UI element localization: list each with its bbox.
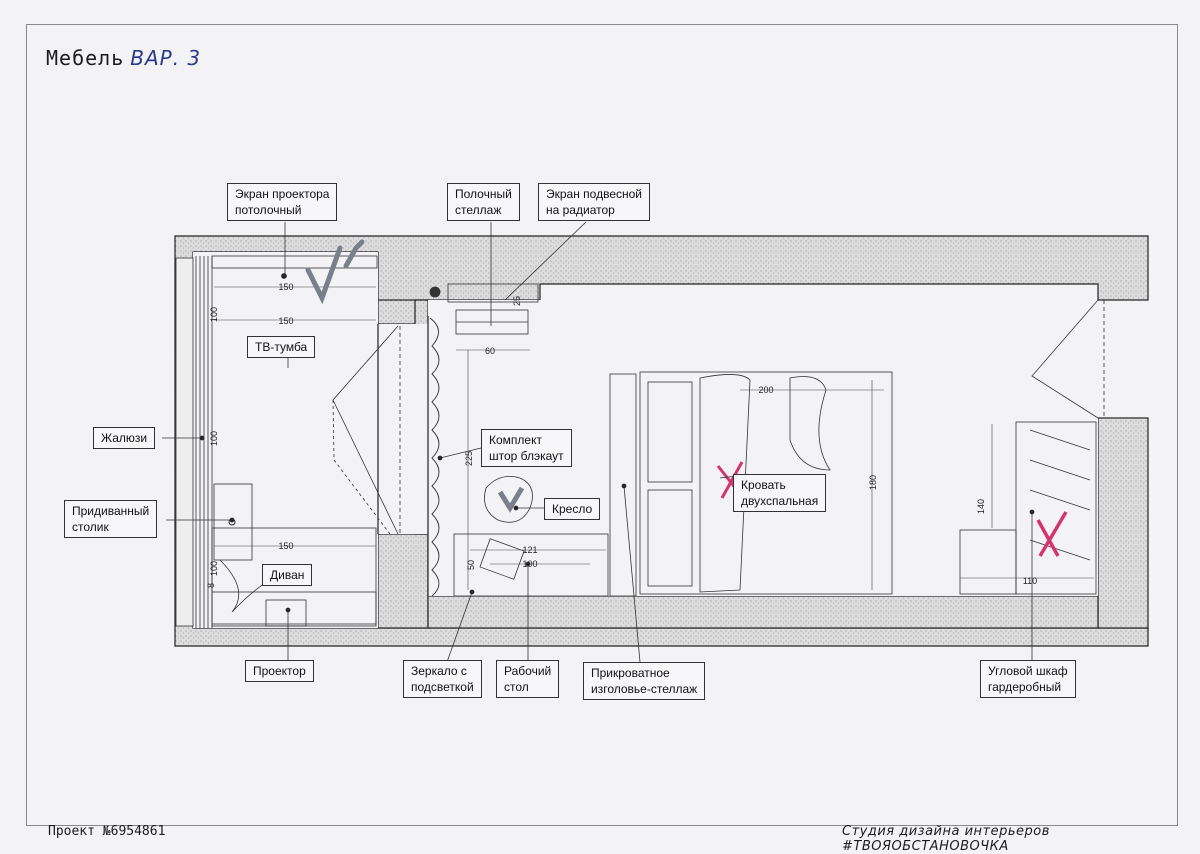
label-desk: Рабочий стол bbox=[496, 660, 560, 698]
projector-shape bbox=[265, 599, 307, 627]
label-radiator-screen: Экран подвесной на радиатор bbox=[538, 183, 651, 221]
label-armchair: Кресло bbox=[544, 498, 601, 520]
side-table-shape bbox=[213, 483, 253, 561]
dim-sofa-width: 150 bbox=[278, 541, 293, 551]
dim-screen-top: 150 bbox=[278, 282, 293, 292]
approval-checkmark bbox=[305, 239, 365, 305]
label-side-table: Придиванный столик bbox=[64, 500, 158, 538]
projector-screen bbox=[211, 255, 378, 279]
wardrobe-shape bbox=[959, 421, 1097, 595]
leader-lines bbox=[162, 221, 1035, 663]
variant-handwritten: ВАР. 3 bbox=[130, 46, 202, 70]
drawing-sheet-border bbox=[26, 24, 1178, 826]
dim-shelf-width: 60 bbox=[485, 346, 495, 356]
dim-side-gap: 8 bbox=[206, 583, 216, 588]
bottom-wall-right bbox=[427, 595, 1099, 629]
floor-corridor bbox=[378, 324, 428, 534]
dim-curtain-length: 225 bbox=[464, 451, 474, 466]
dim-wardrobe-depth: 140 bbox=[976, 499, 986, 514]
label-blinds: Жалюзи bbox=[93, 427, 156, 449]
dim-window-span: 100 bbox=[209, 431, 219, 446]
dim-sofa-depth: 100 bbox=[209, 561, 219, 576]
headboard-shelf-shape bbox=[609, 373, 637, 597]
label-projector-screen: Экран проектора потолочный bbox=[227, 183, 338, 221]
label-mirror: Зеркало с подсветкой bbox=[403, 660, 482, 698]
dim-screen-bottom: 150 bbox=[278, 316, 293, 326]
label-tv-stand: ТВ-тумба bbox=[247, 336, 316, 358]
desk-shape bbox=[453, 533, 609, 597]
dim-shelf-depth: 25 bbox=[512, 296, 522, 306]
dim-wardrobe-width: 110 bbox=[1023, 576, 1037, 586]
dim-desk-total: 121 bbox=[522, 545, 537, 555]
label-blackout-curtains: Комплект штор блэкаут bbox=[481, 429, 572, 467]
label-shelving: Полочный стеллаж bbox=[447, 183, 520, 221]
wardrobe-rejected-x bbox=[1036, 511, 1068, 557]
curtains-shape bbox=[429, 317, 440, 597]
title-text: Мебель bbox=[46, 46, 125, 70]
dim-left-depth: 100 bbox=[209, 307, 219, 322]
armchair-approval-mark bbox=[497, 486, 525, 513]
mid-wall-bottom bbox=[377, 533, 429, 629]
label-headboard-shelf: Прикроватное изголовье-стеллаж bbox=[583, 662, 706, 700]
dim-desk-depth: 50 bbox=[466, 560, 476, 570]
dim-bed-width: 180 bbox=[868, 475, 878, 490]
doors bbox=[332, 299, 1105, 535]
shelving-shape bbox=[429, 283, 539, 335]
bed-shape bbox=[639, 371, 893, 595]
project-number: Проект №6954861 bbox=[48, 824, 166, 839]
studio-name: Студия дизайна интерьеров #ТВОЯОБСТАНОВО… bbox=[842, 824, 1050, 854]
label-projector: Проектор bbox=[245, 660, 314, 682]
right-wall-lower bbox=[1097, 417, 1149, 629]
label-double-bed: Кровать двухспальная bbox=[733, 474, 827, 512]
label-corner-wardrobe: Угловой шкаф гардеробный bbox=[980, 660, 1076, 698]
dim-bed-length: 200 bbox=[758, 385, 773, 395]
label-sofa: Диван bbox=[262, 564, 313, 586]
